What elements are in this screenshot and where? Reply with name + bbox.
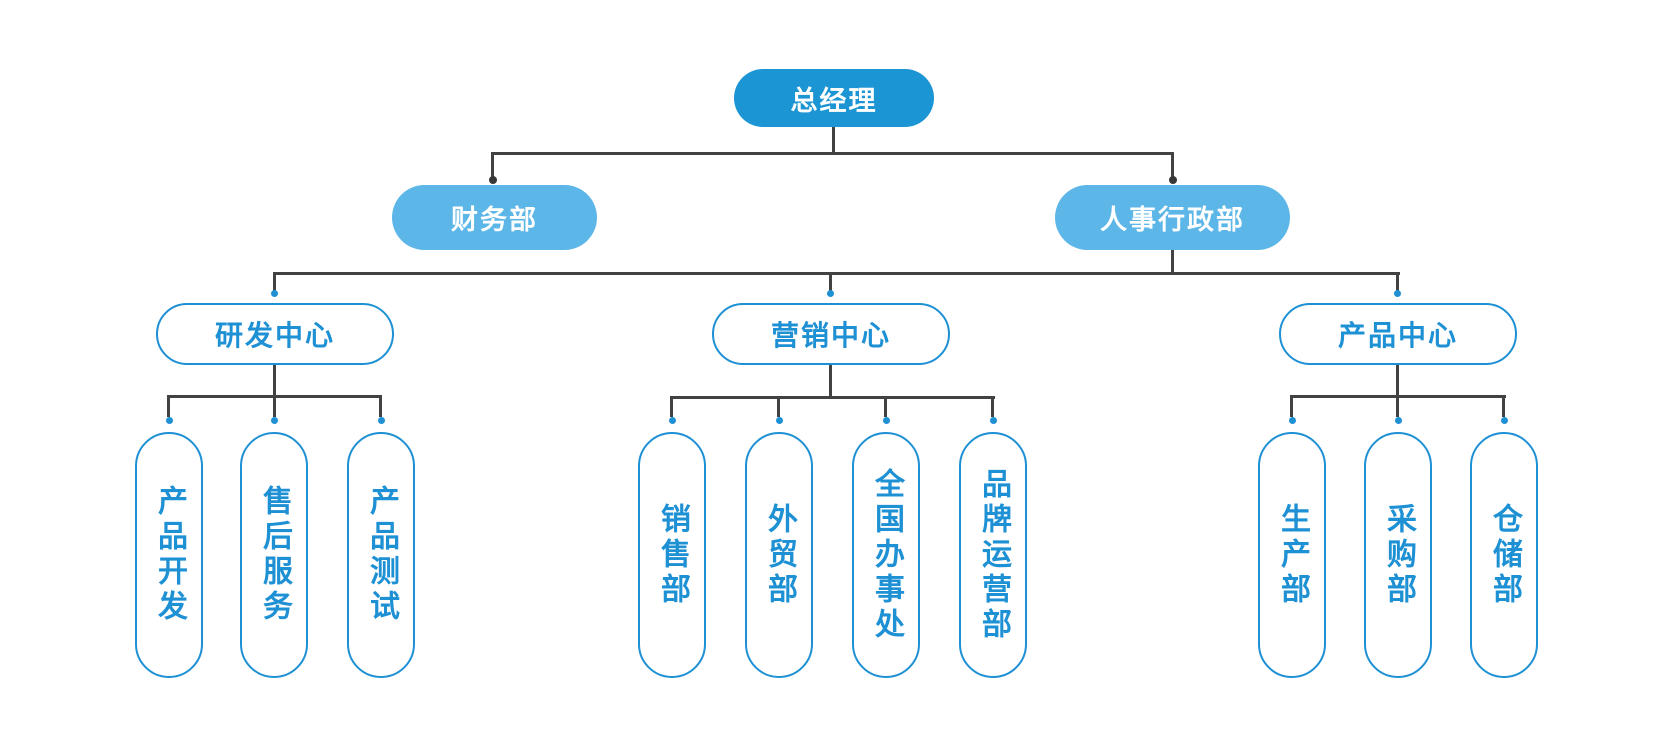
junction-dot-marketing-4 [990,417,997,424]
connector-rnd-drop-1 [167,395,170,417]
connector-rnd-drop-2 [273,395,276,417]
node-production-dept: 生产部 [1258,432,1326,678]
node-rnd-center: 研发中心 [156,303,394,365]
junction-dot-marketing-3 [883,417,890,424]
connector-marketing-down [829,365,832,399]
connector-product-drop-3 [1502,395,1505,417]
node-warehouse-dept: 仓储部 [1470,432,1538,678]
node-product-center: 产品中心 [1279,303,1517,365]
connector-l12-drop-hr [1171,152,1174,180]
node-product-dev: 产品开发 [135,432,203,678]
junction-dot-finance [489,176,497,184]
junction-dot-marketing-2 [776,417,783,424]
junction-dot-product-3 [1501,417,1508,424]
connector-l12-drop-finance [491,152,494,180]
node-after-sales: 售后服务 [240,432,308,678]
connector-l23-horizontal [273,272,1400,275]
junction-dot-product-2 [1395,417,1402,424]
node-general-manager: 总经理 [734,69,934,127]
connector-l23-drop-product [1396,272,1399,292]
connector-marketing-drop-1 [670,396,673,417]
connector-product-drop-2 [1396,395,1399,417]
node-brand-operations: 品牌运营部 [959,432,1027,678]
node-product-testing: 产品测试 [347,432,415,678]
connector-l12-horizontal [491,152,1174,155]
connector-l23-drop-rnd [273,272,276,292]
node-national-offices: 全国办事处 [852,432,920,678]
junction-dot-rnd [271,290,278,297]
junction-dot-rnd-2 [271,417,278,424]
junction-dot-rnd-3 [378,417,385,424]
junction-dot-rnd-1 [166,417,173,424]
junction-dot-hr [1169,176,1177,184]
connector-marketing-horizontal [670,396,995,399]
node-marketing-center: 营销中心 [712,303,950,365]
node-foreign-trade-dept: 外贸部 [745,432,813,678]
node-purchasing-dept: 采购部 [1364,432,1432,678]
connector-rnd-down [273,365,276,398]
junction-dot-marketing [827,290,834,297]
connector-product-down [1396,365,1399,398]
connector-marketing-drop-3 [884,396,887,417]
connector-root-down [832,127,835,155]
connector-product-drop-1 [1290,395,1293,417]
connector-marketing-drop-4 [991,396,994,417]
node-finance: 财务部 [392,185,597,250]
node-hr-admin: 人事行政部 [1055,185,1290,250]
connector-hr-down [1171,250,1174,275]
junction-dot-product-1 [1289,417,1296,424]
connector-marketing-drop-2 [777,396,780,417]
junction-dot-marketing-1 [669,417,676,424]
connector-l23-drop-marketing [829,272,832,292]
junction-dot-product [1394,290,1401,297]
connector-rnd-drop-3 [379,395,382,417]
node-sales-dept: 销售部 [638,432,706,678]
